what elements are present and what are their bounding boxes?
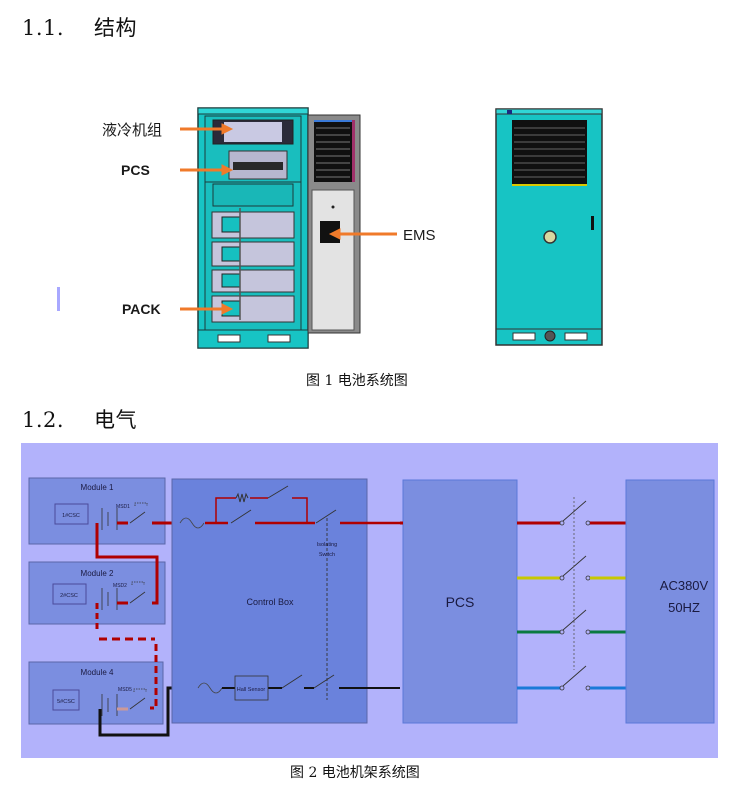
fuse-icon: [197, 682, 223, 694]
grid-frequency-label: 50HZ: [668, 600, 700, 615]
grid-voltage-label: AC380V: [660, 578, 709, 593]
msd-label: MSD5: [118, 687, 132, 693]
msd-label: MSD2: [113, 583, 127, 589]
section-number: 1.1.: [22, 16, 65, 40]
callout-arrows: [180, 123, 397, 315]
msd-label: MSD1: [116, 504, 130, 510]
ems-screen: [320, 221, 340, 243]
control-box-title: Control Box: [246, 597, 294, 607]
pcs-label: PCS: [446, 594, 475, 610]
csc-label: 5#CSC: [57, 699, 75, 705]
positive-wiring: [95, 521, 178, 711]
open-door-ems: [307, 114, 361, 334]
switch-blade: [562, 609, 587, 631]
isolating-switch-label: Isolating: [317, 542, 338, 548]
module-4: Module 4 5#CSC MSD5: [28, 661, 164, 725]
battery-system-figure: [180, 107, 603, 349]
section-title: 结构: [94, 16, 137, 40]
resistor-icon: [235, 492, 249, 503]
switch-blade: [562, 665, 587, 687]
switch-blade: [562, 555, 587, 577]
switch-blade: [562, 500, 587, 522]
label-ems: EMS: [403, 227, 436, 244]
figure2-caption: 图 2 电池机架系统图: [290, 765, 420, 781]
figure1-caption: 图 1 电池系统图: [306, 373, 408, 389]
section-heading-structure: 1.1. 结构: [22, 12, 137, 42]
fuse-icon: [179, 517, 205, 529]
pcs-block: PCS: [402, 479, 518, 724]
label-cooling-unit: 液冷机组: [102, 121, 163, 139]
grid-block: AC380V 50HZ: [625, 479, 715, 724]
section-heading-electrical: 1.2. 电气: [22, 404, 137, 434]
battery-packs: [211, 208, 295, 323]
control-box: Control Box Isolating Switch: [171, 478, 400, 724]
module-name: Module 1: [81, 483, 114, 492]
closed-cabinet: [495, 108, 603, 346]
module-name: Module 4: [81, 668, 114, 677]
csc-label: 1#CSC: [62, 513, 80, 519]
label-pack: PACK: [122, 301, 161, 317]
csc-label: 2#CSC: [60, 593, 78, 599]
isolating-switch-label: Switch: [319, 552, 335, 558]
pcs-unit: [228, 150, 288, 180]
label-pcs: PCS: [121, 162, 150, 178]
hall-sensor-label: Hall Sensor: [237, 687, 266, 693]
module-internals: [101, 502, 148, 716]
text-cursor-mark: [57, 287, 60, 311]
section-title: 电气: [94, 408, 137, 432]
module-name: Module 2: [81, 569, 114, 578]
cooling-unit: [212, 119, 294, 145]
lock-icon: [543, 230, 557, 244]
section-number: 1.2.: [22, 408, 65, 432]
